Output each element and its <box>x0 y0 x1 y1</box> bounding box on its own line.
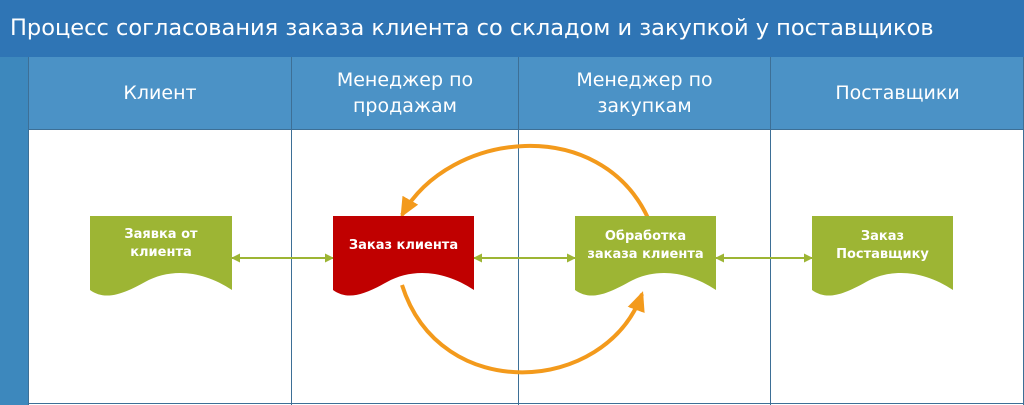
doc-shape-client-request <box>90 216 232 296</box>
lane-divider <box>770 57 771 405</box>
left-band <box>0 57 28 405</box>
lane-label-purchase-manager: Менеджер по закупкам <box>576 69 713 117</box>
cycle-arrow-top <box>400 144 650 219</box>
lane-divider <box>28 57 29 405</box>
lane-label-sales-manager: Менеджер по продажам <box>336 69 474 117</box>
lane-label-suppliers: Поставщики <box>835 82 960 104</box>
doc-shape-order-processing <box>575 216 716 296</box>
header-divider <box>28 129 1024 130</box>
cycle-arrow-bottom <box>400 284 645 375</box>
doc-shape-client-order <box>333 216 474 296</box>
doc-label-client-order: Заказ клиента <box>348 238 459 253</box>
doc-label-supplier-order: Заказ Поставщику <box>836 229 929 262</box>
lane-header-purchase-manager: Менеджер по закупкам <box>519 57 770 129</box>
lane-header-client: Клиент <box>29 57 291 129</box>
doc-label-client-request: Заявка от клиента <box>124 227 198 260</box>
lane-header-suppliers: Поставщики <box>771 57 1024 129</box>
lane-label-client: Клиент <box>123 82 197 104</box>
doc-shape-supplier-order <box>812 216 953 296</box>
lane-divider <box>518 57 519 405</box>
lane-header-sales-manager: Менеджер по продажам <box>292 57 518 129</box>
lane-divider <box>291 57 292 405</box>
bottom-border <box>28 403 1024 404</box>
diagram-title: Процесс согласования заказа клиента со с… <box>10 15 934 41</box>
title-bar: Процесс согласования заказа клиента со с… <box>0 0 1024 57</box>
doc-label-order-processing: Обработка заказа клиента <box>587 229 704 262</box>
